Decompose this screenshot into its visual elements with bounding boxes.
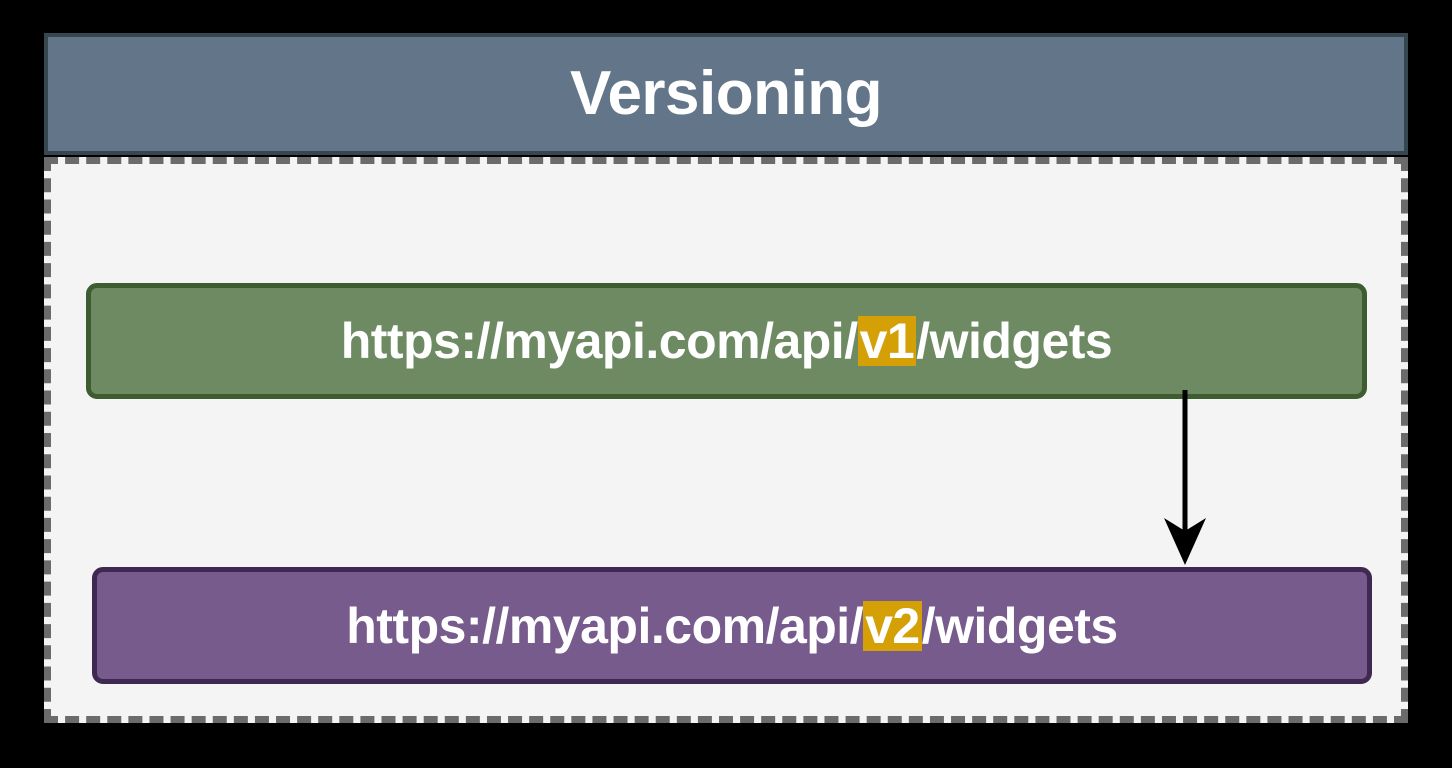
url-suffix-v1: /widgets [916, 313, 1113, 369]
arrow-head [1164, 518, 1206, 565]
diagram-title-bar: Versioning [44, 33, 1408, 155]
arrow-v1-to-v2-icon [1164, 390, 1206, 565]
url-prefix-v1: https://myapi.com/api/ [340, 313, 858, 369]
node-api-v2-label: https://myapi.com/api/v2/widgets [346, 597, 1119, 654]
node-api-v1[interactable]: https://myapi.com/api/v1/widgets [86, 283, 1367, 399]
node-api-v1-label: https://myapi.com/api/v1/widgets [341, 316, 1113, 366]
page-title: Versioning [570, 59, 882, 128]
url-suffix-v2: /widgets [921, 597, 1119, 654]
diagram-body-container: https://myapi.com/api/v1/widgets https:/… [44, 157, 1408, 723]
version-badge-v2: v2 [863, 597, 922, 654]
url-prefix-v2: https://myapi.com/api/ [346, 597, 864, 654]
version-badge-v1: v1 [857, 313, 917, 369]
node-api-v2[interactable]: https://myapi.com/api/v2/widgets [92, 567, 1372, 684]
